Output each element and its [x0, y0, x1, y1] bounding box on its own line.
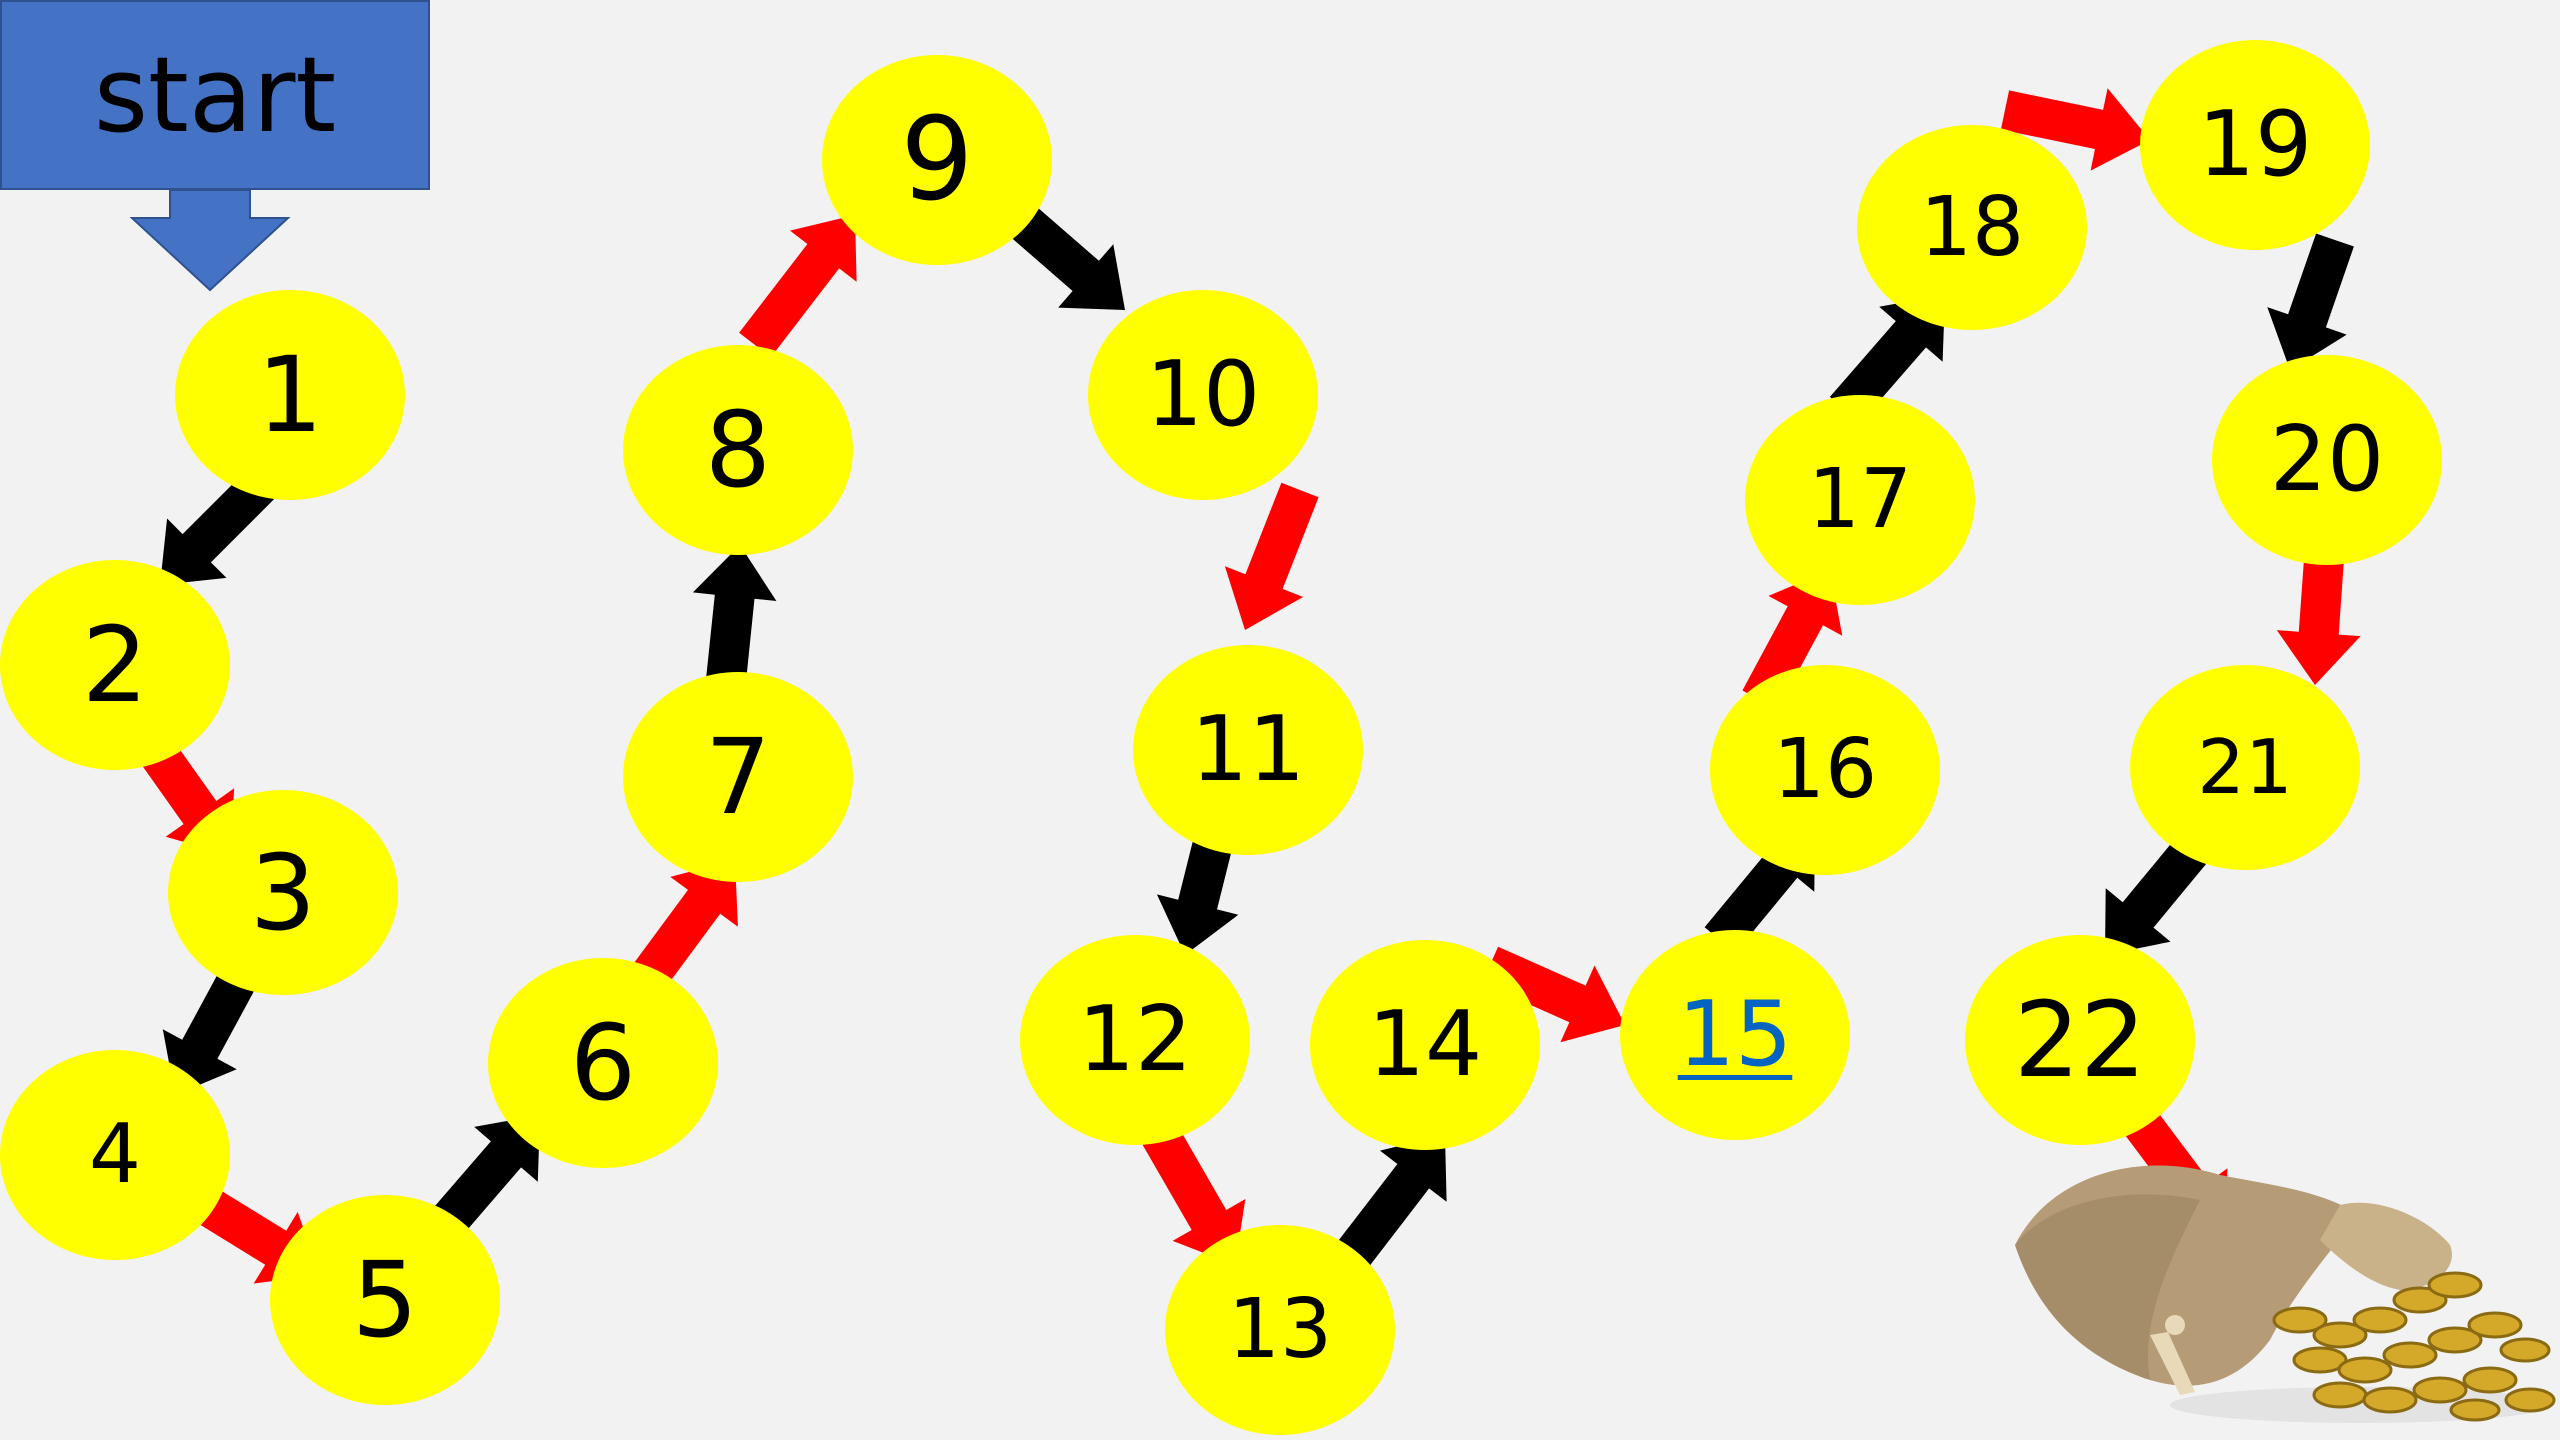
- space-number: 18: [1919, 179, 2025, 275]
- arrow-9-to-10: [996, 194, 1125, 310]
- space-1[interactable]: 1: [175, 290, 405, 500]
- space-number: 7: [704, 716, 772, 838]
- space-number: 21: [2197, 723, 2293, 811]
- arrow-17-to-18: [1829, 295, 1945, 424]
- arrow-10-to-11: [1224, 482, 1319, 630]
- arrow-19-to-20: [2267, 233, 2354, 370]
- space-8[interactable]: 8: [623, 345, 853, 555]
- arrow-5-to-6: [429, 1115, 540, 1239]
- space-3[interactable]: 3: [168, 790, 398, 995]
- space-number: 22: [2013, 979, 2147, 1101]
- space-number: 13: [1227, 1282, 1333, 1377]
- space-number: 2: [81, 604, 149, 726]
- space-11[interactable]: 11: [1133, 645, 1363, 855]
- space-number: 16: [1772, 722, 1878, 817]
- arrow-7-to-8: [692, 545, 777, 693]
- space-13[interactable]: 13: [1165, 1225, 1395, 1435]
- space-19[interactable]: 19: [2140, 40, 2370, 250]
- start-down-arrow: [129, 189, 291, 292]
- space-20[interactable]: 20: [2212, 355, 2442, 565]
- arrow-18-to-19: [2000, 88, 2150, 171]
- arrow-3-to-4: [162, 965, 258, 1095]
- arrow-21-to-22: [2105, 827, 2216, 955]
- space-14[interactable]: 14: [1310, 940, 1540, 1150]
- space-2[interactable]: 2: [0, 560, 230, 770]
- space-16[interactable]: 16: [1710, 665, 1940, 875]
- space-number: 8: [704, 389, 772, 511]
- space-number: 12: [1077, 987, 1193, 1092]
- space-15-link[interactable]: 15: [1620, 930, 1850, 1140]
- space-number: 10: [1145, 342, 1261, 447]
- space-number: 14: [1367, 992, 1483, 1097]
- space-12[interactable]: 12: [1020, 935, 1250, 1145]
- space-18[interactable]: 18: [1857, 125, 2087, 330]
- space-number: 3: [249, 831, 317, 954]
- space-number: 6: [569, 1002, 637, 1124]
- arrow-16-to-17: [1742, 570, 1843, 710]
- start-button[interactable]: start: [0, 0, 430, 190]
- arrow-6-to-7: [633, 860, 738, 987]
- arrow-12-to-13: [1142, 1125, 1246, 1265]
- arrow-1-to-2: [160, 465, 280, 585]
- arrow-8-to-9: [739, 215, 857, 358]
- space-number: 9: [900, 92, 974, 227]
- arrow-14-to-15: [1481, 946, 1625, 1043]
- arrow-13-to-14: [1329, 1135, 1447, 1278]
- start-label: start: [93, 34, 337, 156]
- space-number: 1: [256, 334, 324, 456]
- space-number: 4: [88, 1107, 142, 1202]
- space-6[interactable]: 6: [488, 958, 718, 1168]
- space-17[interactable]: 17: [1745, 395, 1975, 605]
- space-number: 20: [2269, 407, 2385, 512]
- space-number: 5: [351, 1239, 419, 1361]
- space-21[interactable]: 21: [2130, 665, 2360, 870]
- space-4[interactable]: 4: [0, 1050, 230, 1260]
- space-number: 17: [1807, 452, 1913, 547]
- arrow-20-to-21: [2276, 543, 2361, 685]
- space-number: 11: [1190, 697, 1306, 802]
- space-7[interactable]: 7: [623, 672, 853, 882]
- space-number[interactable]: 15: [1677, 982, 1793, 1087]
- space-22[interactable]: 22: [1965, 935, 2195, 1145]
- space-9[interactable]: 9: [822, 55, 1052, 265]
- space-5[interactable]: 5: [270, 1195, 500, 1405]
- space-number: 19: [2197, 92, 2313, 197]
- space-10[interactable]: 10: [1088, 290, 1318, 500]
